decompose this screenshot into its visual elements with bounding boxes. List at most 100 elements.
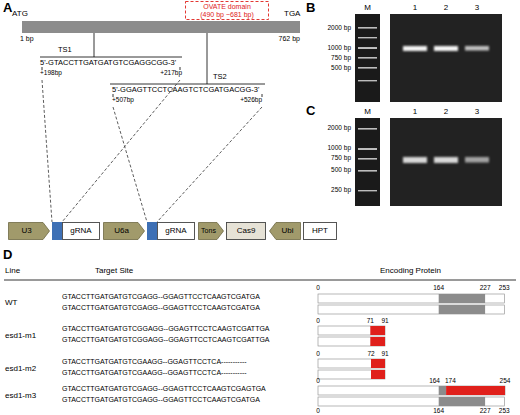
protein-bar — [318, 370, 385, 379]
target-site-line — [40, 33, 265, 97]
protein-bar — [439, 397, 485, 406]
protein-bar — [318, 326, 385, 335]
node-outline — [9, 223, 50, 240]
gel-image — [358, 67, 377, 69]
protein-bar — [318, 397, 504, 406]
node-outline — [104, 223, 145, 240]
node-text-area: HPT — [303, 222, 337, 240]
domain-box: OVATE domain(490 bp ~681 bp) — [185, 1, 269, 20]
table-header: Target Site — [95, 266, 133, 275]
gel-image — [355, 14, 502, 206]
lane-label: M — [364, 3, 371, 12]
lane-label: 1 — [413, 3, 417, 12]
allele-sequence: GTACCTTGATGATGTCGAGG--GGAGTTCCTCAAGTCGAT… — [62, 396, 260, 404]
panel-letter: D — [3, 248, 12, 263]
node-outline — [186, 2, 269, 20]
ladder-size: 250 bp — [331, 186, 351, 193]
target-site-line — [94, 33, 95, 57]
protein-bar — [318, 305, 504, 314]
gel-image — [465, 157, 489, 163]
target-name: TS2 — [213, 73, 227, 82]
residue-number: 164 — [433, 407, 444, 414]
lane-label: 3 — [475, 107, 479, 116]
protein-bar — [371, 359, 385, 368]
residue-number: 71 — [367, 317, 374, 324]
target-name: TS1 — [58, 46, 72, 55]
protein-bar — [318, 294, 504, 303]
ladder-size: 750 bp — [331, 54, 351, 61]
gel-image — [390, 14, 502, 102]
position-label: 762 bp — [279, 35, 300, 43]
allele-sequence: GTACCTTGATGATGTCGAGG--GGAGTTCCTCAAGTCGAT… — [62, 293, 260, 301]
gel-image — [465, 46, 489, 51]
node-label: U3 — [21, 227, 31, 236]
protein-bar — [370, 326, 385, 335]
gel-image — [403, 46, 427, 51]
residue-number: 227 — [480, 284, 491, 291]
gel-image — [434, 157, 458, 163]
residue-number: 253 — [499, 407, 510, 414]
grna-spacer — [147, 222, 157, 240]
promoter-arrow: U6a — [103, 222, 145, 240]
line-name: esd1-m2 — [5, 364, 36, 373]
allele-sequence: GTACCTTGATGATGTCGGAGG--GGAGTTCCTCAAGTCGA… — [62, 336, 270, 344]
dashed-guide — [42, 80, 52, 222]
node-text-area: OVATE domain(490 bp ~681 bp) — [185, 1, 269, 20]
residue-number: 253 — [499, 284, 510, 291]
target-sequence: 5'-GTACCTTGATGATGTCGAGGCGG-3' — [40, 59, 176, 68]
gene-bar — [22, 21, 300, 33]
allele-sequence: GTACCTTGATGATGTCGGAGG--GGAGTTCCTCAAGTCGA… — [62, 325, 270, 333]
residue-number: 0 — [316, 377, 320, 384]
ladder-size: 500 bp — [331, 166, 351, 173]
gel-image — [403, 157, 489, 163]
grna-spacer — [52, 222, 157, 240]
node-label: gRNA — [165, 227, 186, 236]
gel-image — [358, 27, 377, 29]
gel-image — [355, 14, 380, 102]
lane-label: 2 — [444, 3, 448, 12]
lane-label: 2 — [444, 107, 448, 116]
node-text-area: U6a — [103, 222, 145, 240]
ladder-size: 500 bp — [331, 64, 351, 71]
codon-label: ATG — [12, 9, 28, 18]
node-text-area: gRNA — [62, 222, 100, 240]
promoter-arrow: Ubi — [269, 222, 301, 240]
gel-image — [358, 128, 377, 191]
node-label: U6a — [114, 227, 129, 236]
protein-bar — [318, 337, 385, 346]
gel-image — [355, 118, 380, 206]
gel-image — [358, 158, 377, 160]
gel-image — [358, 190, 377, 191]
position-label: +526bp — [240, 96, 262, 103]
residue-number: 174 — [445, 377, 456, 384]
line-name: WT — [5, 298, 17, 307]
promoter-arrow: Tons — [198, 222, 224, 240]
gene-bar — [22, 21, 300, 33]
ladder-size: 2000 bp — [328, 24, 352, 31]
node-outline — [270, 223, 301, 240]
gel-image — [403, 157, 427, 163]
panel-letter: A — [3, 1, 12, 16]
ladder-size: 750 bp — [331, 154, 351, 161]
protein-bar — [439, 305, 485, 314]
protein-bar — [439, 386, 446, 395]
dashed-guide — [42, 80, 262, 222]
panel-letter: C — [306, 104, 315, 119]
line-name: esd1-m1 — [5, 331, 36, 340]
lane-label: M — [364, 107, 371, 116]
gel-image — [358, 128, 377, 130]
gel-image — [358, 80, 377, 81]
gel-image — [434, 46, 458, 51]
grna-box: gRNA — [62, 222, 100, 240]
node-label: Cas9 — [237, 227, 256, 236]
grna-spacer — [52, 222, 62, 240]
residue-number: 91 — [381, 317, 388, 324]
residue-number: 227 — [480, 407, 491, 414]
target-sequence: 5'-GGAGTTCCTCAAGTCTCGATGACGG-3' — [112, 86, 259, 95]
node-label: (490 bp ~681 bp) — [200, 11, 254, 19]
residue-number: 164 — [433, 284, 444, 291]
table-rule — [4, 280, 516, 281]
gel-image — [390, 118, 502, 206]
residue-number: 0 — [316, 407, 320, 414]
node-label: HPT — [312, 227, 328, 236]
